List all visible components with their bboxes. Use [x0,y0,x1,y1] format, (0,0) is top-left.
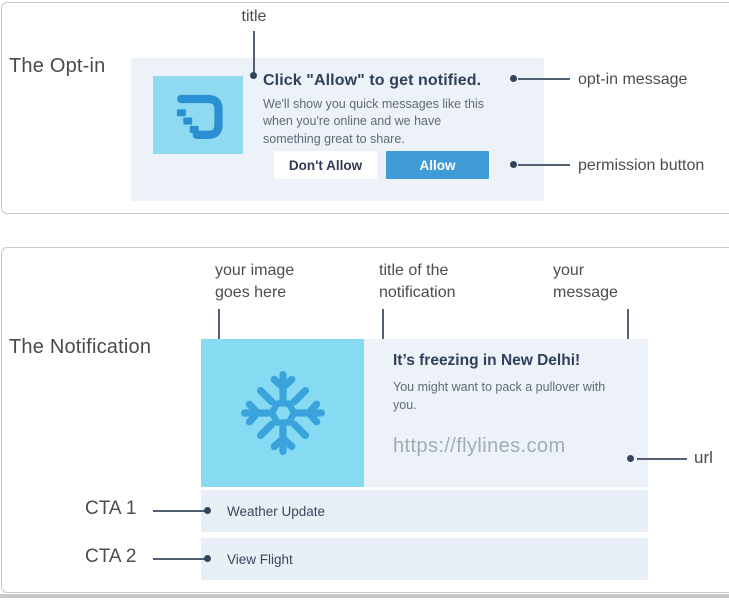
optin-body: We'll show you quick messages like this … [263,97,484,146]
annotation-line [518,78,570,80]
annotation-line [218,309,220,361]
annotation-notification-title-label: title of the notification [379,262,456,301]
annotation-message-label: your message [553,262,618,301]
brand-bracket-icon [176,94,223,139]
notification-card: It’s freezing in New Delhi! You might wa… [201,339,648,487]
app-logo-icon [153,76,243,154]
cta1-row[interactable]: Weather Update [201,490,648,532]
notification-panel: The Notification your image goes here ti… [1,247,729,593]
annotation-image-label: your image goes here [215,262,295,301]
optin-panel: The Opt-in Click "Allow" to get notified… [1,2,729,214]
annotation-line [518,164,570,166]
optin-prompt-card: Click "Allow" to get notified. We'll sho… [131,58,544,201]
annotation-cta2-label: CTA 2 [85,546,137,567]
snowflake-icon [240,371,325,455]
annotation-line [637,458,687,460]
annotation-dot [250,72,257,79]
notification-title: It’s freezing in New Delhi! [393,352,581,369]
notification-url: https://flylines.com [393,435,566,457]
annotation-title-label: title [241,8,267,25]
annotation-cta1-label: CTA 1 [85,498,137,519]
annotation-line [382,309,384,362]
annotation-dot [204,507,211,514]
allow-button[interactable]: Allow [386,151,489,179]
annotation-line [153,510,205,512]
notification-body: You might want to pack a pullover with y… [393,380,606,412]
cta2-label: View Flight [227,551,293,567]
optin-section-label: The Opt-in [9,55,106,77]
annotation-dot [510,161,517,168]
annotation-dot [204,555,211,562]
page-bottom-edge [0,594,729,598]
optin-title: Click "Allow" to get notified. [263,72,482,89]
annotation-line [253,31,255,73]
notification-image [201,339,364,487]
notification-section-label: The Notification [9,336,152,358]
cta1-label: Weather Update [227,503,326,519]
annotation-optin-message-label: opt-in message [578,71,688,88]
annotation-permission-button-label: permission button [578,157,705,174]
annotation-url-label: url [694,448,713,467]
annotation-dot [627,455,634,462]
dont-allow-button[interactable]: Don't Allow [274,151,377,179]
annotation-dot [510,75,517,82]
annotation-line [153,558,205,560]
cta2-row[interactable]: View Flight [201,538,648,580]
